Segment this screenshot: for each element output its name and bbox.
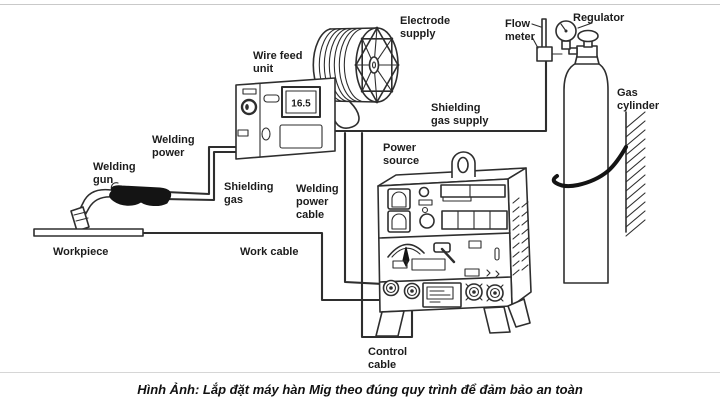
cables: [141, 59, 548, 339]
gas-cylinder: [563, 55, 609, 284]
welding-power-line: [164, 145, 238, 196]
label-welding-power-cable-3: cable: [296, 209, 324, 221]
mig-setup-diagram: 16.5: [33, 12, 660, 371]
welding-gun: [70, 182, 172, 232]
label-workpiece: Workpiece: [53, 246, 108, 258]
label-shielding-gas-supply-2: gas supply: [431, 115, 489, 127]
rating-panel: [422, 282, 462, 308]
label-electrode-supply: Electrode: [400, 15, 450, 27]
label-regulator: Regulator: [573, 12, 625, 24]
shielding-gas-supply-line: [333, 59, 548, 133]
workpiece-bar: [33, 228, 144, 237]
flow-meter: [531, 18, 563, 62]
diagram-labels: Wire feed unit Electrode supply Flow met…: [53, 12, 660, 371]
top-divider: [0, 4, 720, 5]
label-gas-cylinder-2: cylinder: [617, 100, 660, 112]
regulator: [555, 20, 599, 58]
label-gas-cylinder: Gas: [617, 87, 638, 99]
wire-feed-display: 16.5: [281, 86, 321, 118]
label-shielding-gas: Shielding: [224, 181, 274, 193]
flow-meter-leader-line: [531, 23, 542, 28]
wall: [625, 111, 646, 237]
label-welding-gun-2: gun: [93, 174, 113, 186]
welding-power-cable-line: [343, 131, 386, 286]
label-electrode-supply-2: supply: [400, 28, 436, 40]
label-wire-feed-unit: Wire feed: [253, 50, 302, 62]
wire-feed-unit: 16.5: [235, 77, 336, 160]
label-welding-power-cable: Welding: [296, 183, 339, 195]
foot-back: [507, 298, 531, 328]
label-wire-feed-unit-2: unit: [253, 63, 273, 75]
gun-nozzle: [70, 206, 90, 232]
figure-caption: Hình Ảnh: Lắp đặt máy hàn Mig theo đúng …: [137, 382, 583, 397]
work-cable-line: [141, 231, 381, 302]
flow-meter-leader-line-2: [531, 36, 539, 49]
cylinder-strap: [551, 145, 628, 189]
side-vents: [512, 197, 529, 276]
shielding-gas-line: [161, 150, 238, 202]
control-cable-line: [360, 131, 414, 339]
label-welding-power: Welding: [152, 134, 195, 146]
electrode-conduit: [334, 101, 360, 129]
label-control-cable: Control: [368, 346, 407, 358]
label-control-cable-2: cable: [368, 359, 396, 371]
label-flow-meter: Flow: [505, 18, 530, 30]
regulator-leader-line: [577, 22, 593, 29]
foot-right: [483, 306, 511, 334]
label-welding-gun: Welding: [93, 161, 136, 173]
wire-feed-display-value: 16.5: [291, 99, 311, 110]
label-power-source-2: source: [383, 155, 419, 167]
label-shielding-gas-2: gas: [224, 194, 243, 206]
foot-left: [375, 310, 405, 337]
bottom-divider: [0, 372, 720, 373]
label-flow-meter-2: meter: [505, 31, 536, 43]
output-connectors: [382, 279, 504, 302]
gun-handle: [109, 185, 172, 206]
lifting-eye: [451, 151, 476, 178]
label-power-source: Power: [383, 142, 417, 154]
label-welding-power-2: power: [152, 147, 185, 159]
label-shielding-gas-supply: Shielding: [431, 102, 481, 114]
power-source: [375, 151, 532, 337]
label-work-cable: Work cable: [240, 246, 299, 258]
label-welding-power-cable-2: power: [296, 196, 329, 208]
